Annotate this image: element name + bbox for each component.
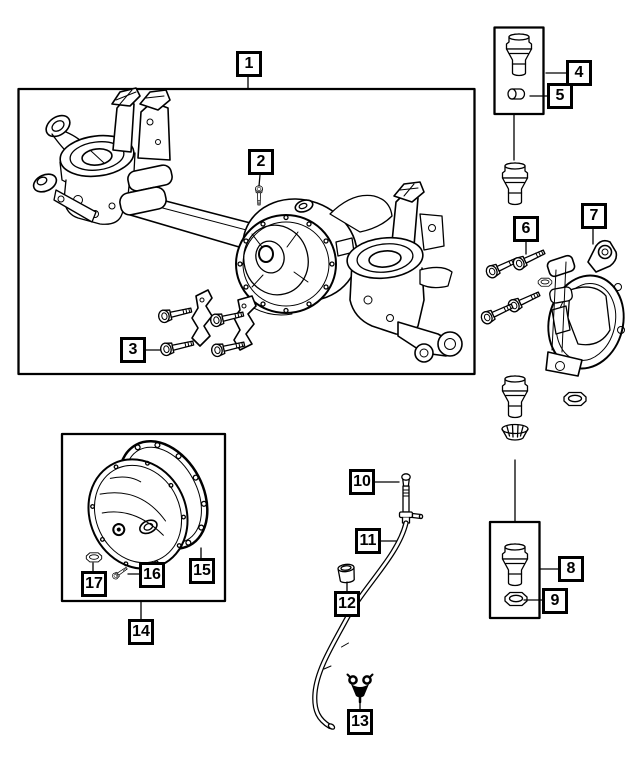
callout-13[interactable]: 13 bbox=[347, 709, 373, 735]
steering-knuckle-item7 bbox=[545, 239, 625, 377]
bushing-item5 bbox=[507, 88, 526, 100]
callout-8[interactable]: 8 bbox=[558, 556, 584, 582]
callout-7[interactable]: 7 bbox=[581, 203, 607, 229]
callout-5[interactable]: 5 bbox=[547, 83, 573, 109]
axle-assembly-box bbox=[17, 87, 476, 376]
callout-4[interactable]: 4 bbox=[566, 60, 592, 86]
callout-9[interactable]: 9 bbox=[542, 588, 568, 614]
balljoint-item4 bbox=[505, 33, 533, 77]
balljoint-upper bbox=[501, 162, 529, 206]
callout-11[interactable]: 11 bbox=[355, 528, 381, 554]
clip-item13 bbox=[346, 673, 374, 704]
bolt-item16 bbox=[110, 565, 129, 581]
nut-item17 bbox=[85, 552, 103, 563]
callout-14[interactable]: 14 bbox=[128, 619, 154, 645]
right-knuckle-hub-drawing bbox=[335, 181, 463, 363]
bolts-item6 bbox=[478, 245, 553, 327]
callout-2[interactable]: 2 bbox=[248, 149, 274, 175]
left-knuckle-drawing bbox=[32, 87, 173, 225]
callout-6[interactable]: 6 bbox=[513, 216, 539, 242]
callout-12[interactable]: 12 bbox=[334, 591, 360, 617]
bolt-item2 bbox=[255, 185, 263, 206]
differential-housing-drawing bbox=[235, 194, 393, 316]
cap-item12 bbox=[337, 562, 357, 585]
vent-tube-item11 bbox=[312, 520, 409, 730]
balljoint-lower-cluster bbox=[501, 375, 587, 441]
callout-leader-lines bbox=[92, 72, 594, 710]
balljoint-item8 bbox=[501, 543, 529, 587]
callout-3[interactable]: 3 bbox=[120, 337, 146, 363]
callout-16[interactable]: 16 bbox=[139, 562, 165, 588]
callout-17[interactable]: 17 bbox=[81, 571, 107, 597]
balljoint-kit-box-4-5 bbox=[493, 26, 545, 116]
diff-cover-box bbox=[60, 432, 227, 603]
nut-item9 bbox=[504, 591, 528, 607]
diff-cover-item16-housing bbox=[87, 458, 189, 570]
callout-1[interactable]: 1 bbox=[236, 51, 262, 77]
callout-15[interactable]: 15 bbox=[189, 558, 215, 584]
callout-10[interactable]: 10 bbox=[349, 469, 375, 495]
axle-assembly-drawing bbox=[32, 87, 463, 363]
vent-fitting-item10 bbox=[398, 473, 424, 524]
